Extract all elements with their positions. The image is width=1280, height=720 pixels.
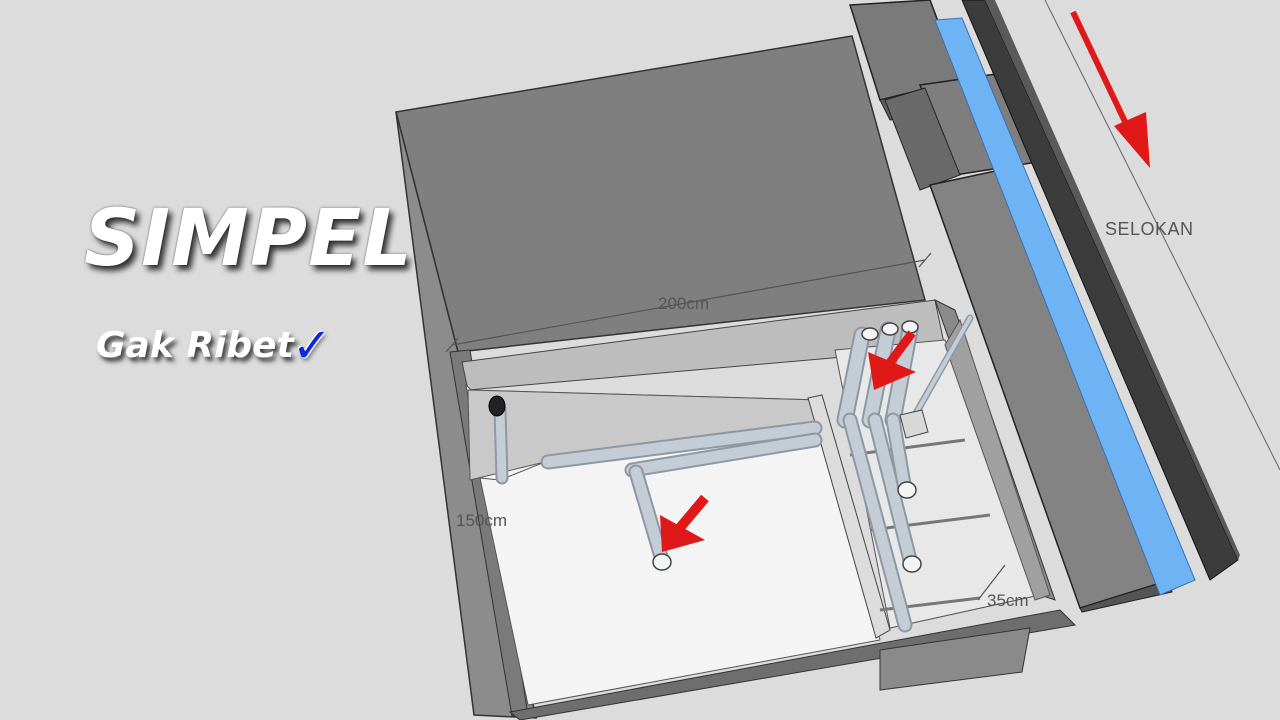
right-long-wall-face: [1079, 579, 1173, 613]
checkmark-icon: ✓: [291, 318, 332, 374]
flow-arrow-icon: [660, 494, 709, 552]
right-steps: [884, 87, 961, 191]
width-dimension-tick: [445, 337, 459, 353]
filter-shelf: [869, 513, 991, 532]
partition-dimension-line: [977, 564, 1006, 601]
depth-label: 150cm: [456, 511, 507, 530]
filter-inner-wall: [944, 318, 1051, 601]
subtitle: Gak Ribet: [96, 325, 294, 366]
drain-strainer-icon: [488, 395, 506, 417]
width-label: 200cm: [658, 294, 709, 313]
filter-shelf: [849, 438, 966, 457]
flow-arrow-icon: [868, 330, 916, 390]
headline: SIMPEL: [84, 194, 413, 284]
pump-box: [899, 409, 929, 439]
subtitle-row: Gak Ribet ✓: [96, 322, 332, 370]
flow-arrow-icon: [1070, 10, 1150, 168]
drain-guide-line: [1044, 0, 1280, 471]
width-dimension-tick: [918, 252, 932, 268]
pipe-openings: [652, 320, 922, 573]
width-dimension-line: [451, 259, 926, 346]
front-wall-face: [879, 627, 1031, 691]
drain-label: SELOKAN: [1105, 219, 1194, 239]
pipe-network: [493, 314, 974, 633]
partition-wall: [807, 394, 891, 639]
drain-outer-edge: [985, 0, 1240, 560]
drain-water: [934, 17, 1196, 596]
partition-label: 35cm: [987, 591, 1029, 610]
front-rim: [508, 609, 1077, 720]
